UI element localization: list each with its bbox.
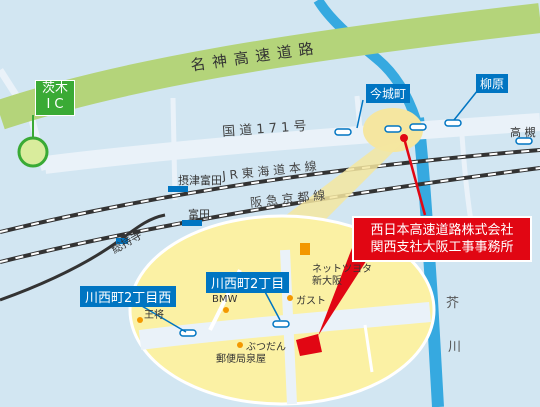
road-north-2 <box>354 95 363 131</box>
traffic-signal-7 <box>272 320 290 328</box>
akuta-river-label-2: 川 <box>448 340 462 355</box>
traffic-signal-4 <box>444 119 462 127</box>
settsu-tonda-station-marker <box>168 186 188 192</box>
settsu-tonda-label: 摂津富田 <box>178 174 222 187</box>
sojiji-line <box>0 213 166 302</box>
leader-kawanishi2-west <box>134 301 187 333</box>
takatsuki-label: 高 槻 <box>510 126 536 139</box>
tonda-station-marker <box>182 220 202 226</box>
interchange-label: 茨木 I C <box>35 80 75 116</box>
meishin-expressway <box>0 3 540 130</box>
route-171 <box>43 113 540 174</box>
ohsho-label: 王将 <box>144 310 164 321</box>
sojiji-station-marker <box>116 238 128 244</box>
kawanishi2-west-intersection: 川西町2丁目西 <box>80 286 177 307</box>
toyota-label: ネットツヨタ 新大阪 <box>312 264 372 287</box>
traffic-signal-2 <box>384 125 402 133</box>
toyota-lot <box>300 243 310 255</box>
interchange-marker <box>17 136 49 168</box>
traffic-signal-5 <box>515 137 533 145</box>
leader-kawanishi2 <box>262 287 281 321</box>
traffic-signal-3 <box>409 123 427 131</box>
interchange-name: 茨木 <box>41 81 68 96</box>
gust-marker <box>287 295 293 301</box>
callout-line-upper <box>402 137 427 216</box>
company-name: 西日本高速道路株式会社 <box>370 223 514 238</box>
traffic-signal-1 <box>334 128 352 136</box>
company-box: 西日本高速道路株式会社 関西支社大阪工事事務所 <box>352 216 532 262</box>
hankyu-line <box>0 166 540 264</box>
gust-label: ガスト <box>296 296 326 307</box>
company-office: 関西支社大阪工事事務所 <box>370 240 514 255</box>
butsudan-marker <box>237 342 243 348</box>
post-office-label: 郵便局 <box>216 354 246 365</box>
bmw-marker <box>223 307 229 313</box>
butsudan-label: ぶつだん 泉屋 <box>246 342 286 365</box>
tonda-label: 富田 <box>188 208 210 221</box>
imashiro-point <box>400 134 408 142</box>
leader-imashiro <box>356 99 364 129</box>
kawanishi2-intersection: 川西町2丁目 <box>206 272 290 293</box>
jr-line <box>0 148 540 234</box>
inset-lane-2 <box>363 324 374 373</box>
interchange-suffix: I C <box>46 97 64 112</box>
callout-pointer <box>318 248 372 336</box>
traffic-signal-6 <box>179 329 197 337</box>
bmw-label: BMW <box>212 294 238 305</box>
yanagihara-intersection: 柳原 <box>476 74 509 93</box>
imashiro-intersection: 今城町 <box>366 84 411 103</box>
ohsho-marker <box>137 317 143 323</box>
office-building <box>296 334 322 356</box>
akuta-river-label-1: 芥 <box>446 296 460 311</box>
leader-yanagihara <box>453 89 479 121</box>
